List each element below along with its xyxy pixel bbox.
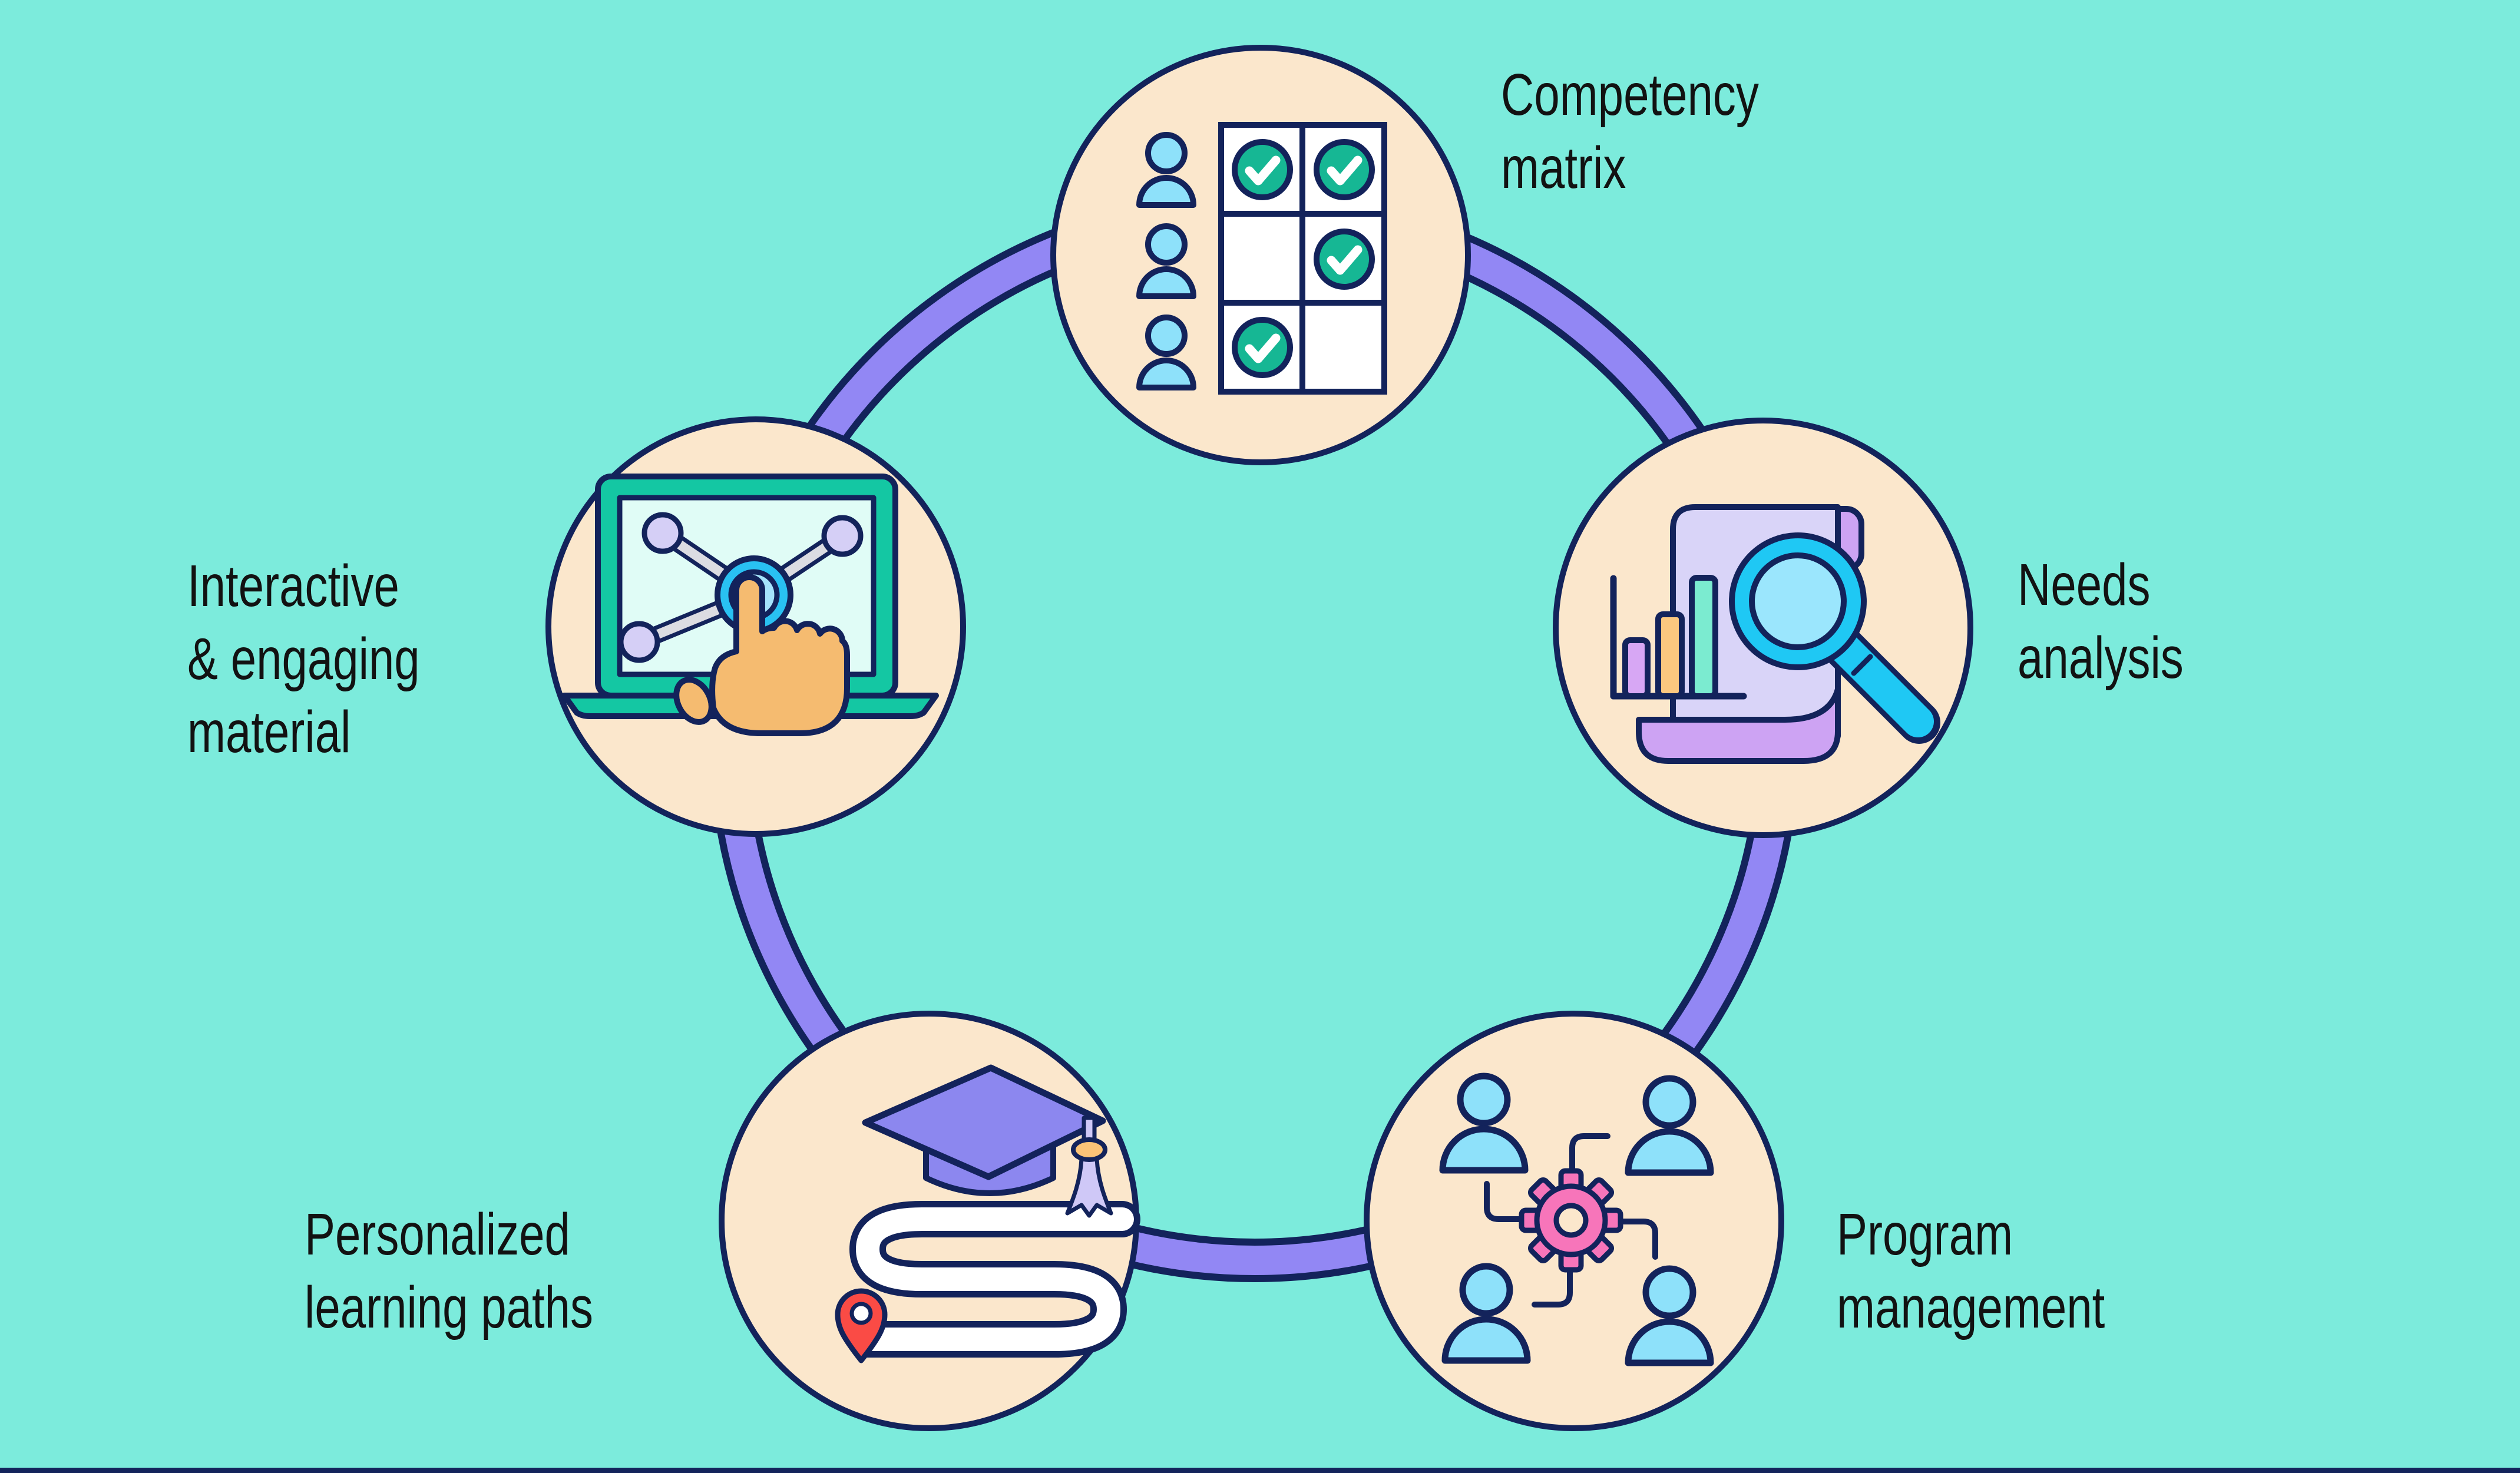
magnifier-icon: [1729, 532, 1940, 744]
pointing-hand-icon: [673, 574, 850, 736]
people-checklist-grid-icon: [1139, 122, 1387, 395]
label-interactive-material: Interactive & engaging material: [187, 553, 420, 765]
graduation-path-pin-icon: [835, 1064, 1140, 1363]
bottom-border-bar: [0, 1468, 2520, 1473]
graduation-cap-icon: [862, 1064, 1113, 1218]
label-needs-analysis: Needs analysis: [2018, 552, 2184, 691]
location-pin-icon: [835, 1288, 888, 1363]
team-gear-icon: [1443, 1076, 1711, 1363]
label-personalized-learning-paths: Personalized learning paths: [305, 1201, 594, 1340]
laptop-touch-network-icon: [561, 474, 939, 736]
report-magnifier-icon: [1610, 504, 1940, 764]
label-program-management: Program management: [1837, 1201, 2105, 1340]
gear-icon: [1519, 1168, 1623, 1273]
label-competency-matrix: Competency matrix: [1501, 62, 1759, 201]
